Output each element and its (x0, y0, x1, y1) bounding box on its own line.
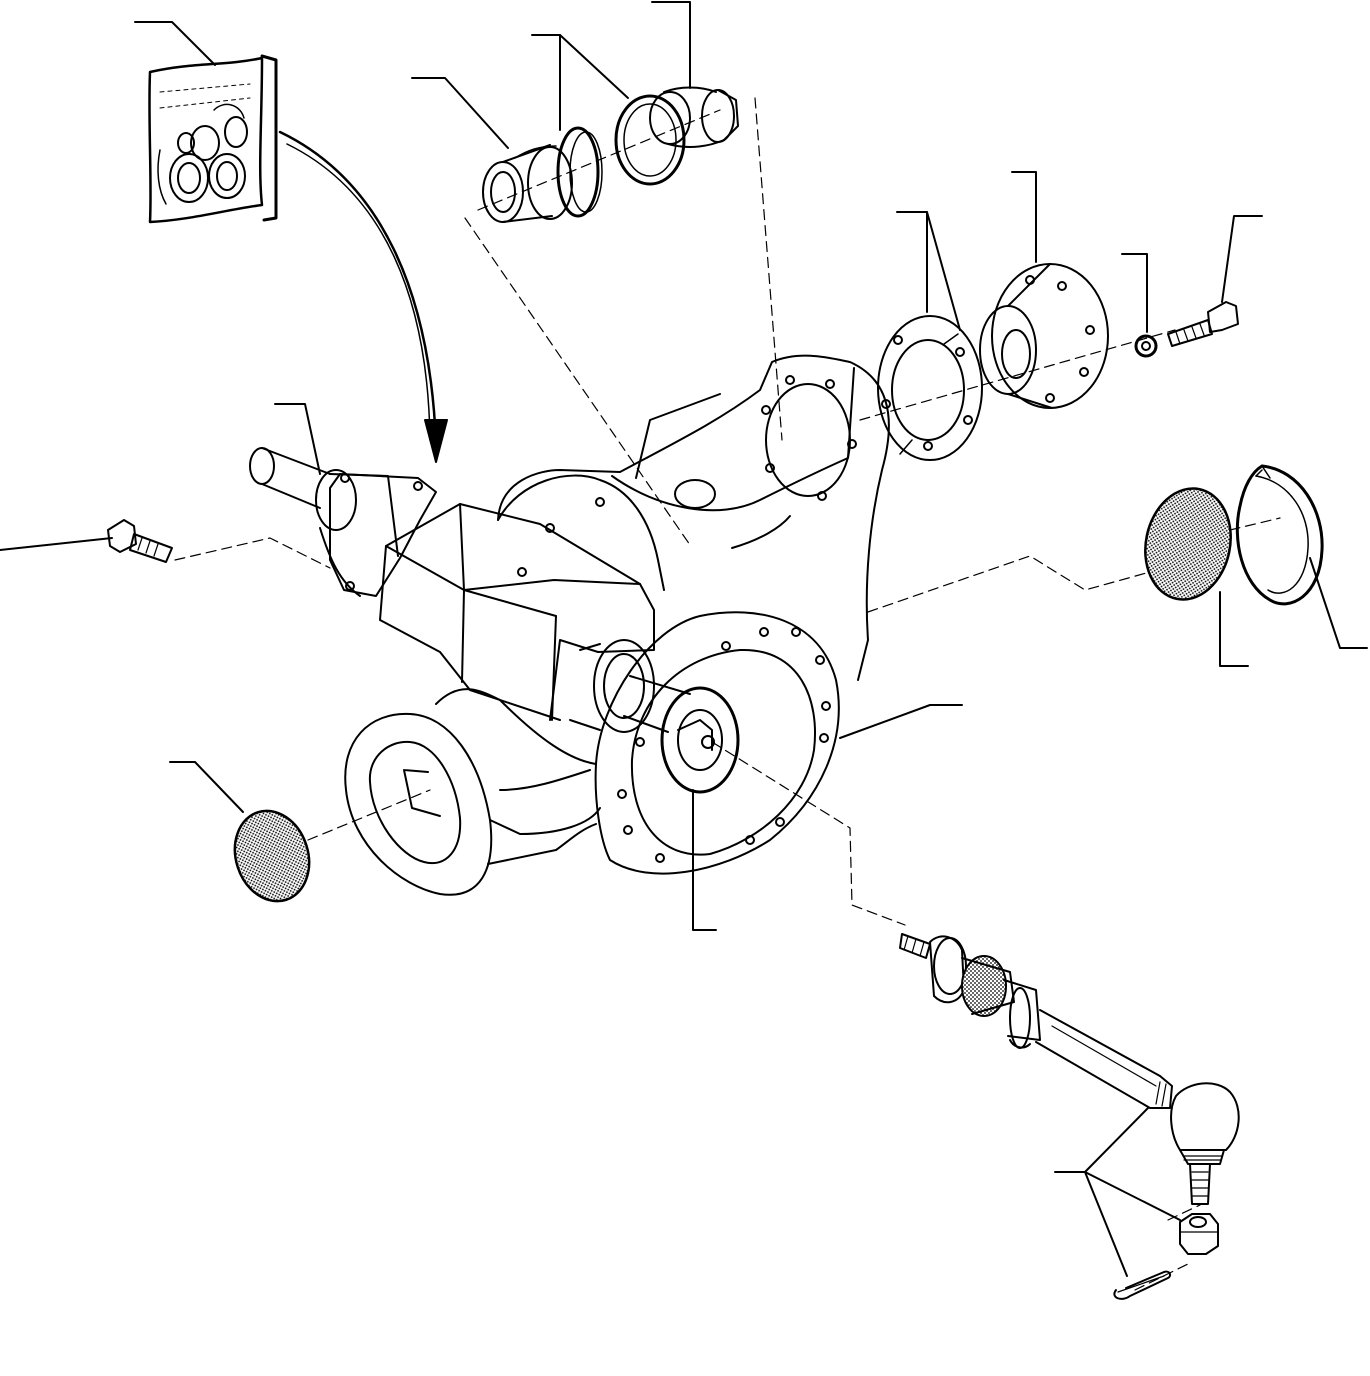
washer (1136, 336, 1156, 356)
bushing-left (483, 145, 572, 222)
shim-flange (878, 316, 982, 460)
cap-screw-right (1168, 302, 1238, 346)
hub-flange (980, 264, 1108, 408)
tie-rod-assembly (900, 934, 1239, 1204)
nut (1180, 1214, 1218, 1254)
cotter-pin (1114, 1272, 1170, 1299)
pivot-pin (250, 448, 398, 596)
pivot-flange (330, 474, 436, 596)
leader-lines (0, 2, 1367, 1276)
plug-right (1135, 480, 1240, 607)
o-rings-pair (558, 96, 684, 216)
snap-ring (1237, 466, 1322, 604)
bushing-right (650, 88, 738, 147)
assembly-centerlines (175, 98, 1280, 1290)
assembly-arrow (280, 132, 447, 462)
kit-bracket (262, 56, 276, 220)
plug-left (224, 801, 321, 911)
axle-housing (345, 356, 889, 895)
kit-package-icon (149, 58, 262, 222)
cap-screw-left (108, 520, 172, 562)
